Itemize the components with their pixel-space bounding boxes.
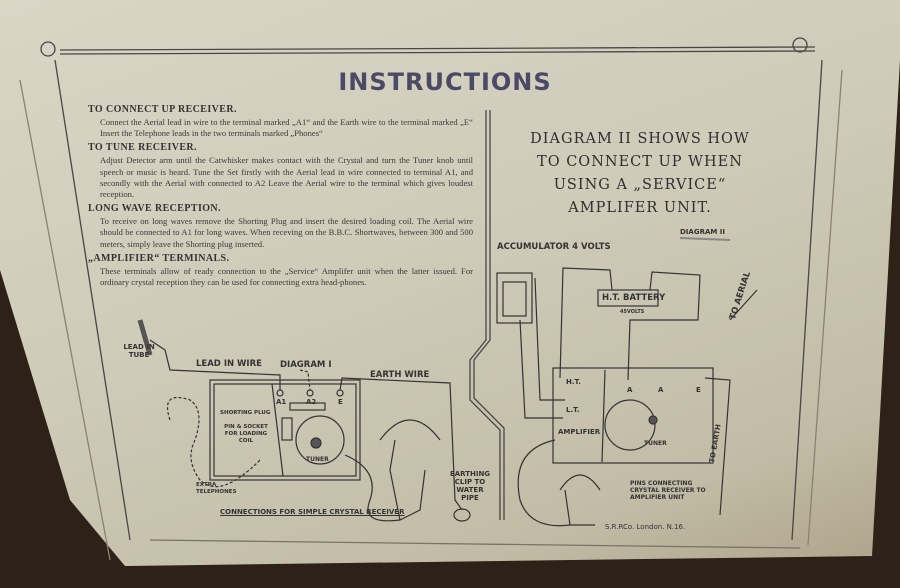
diagram-2-title: DIAGRAM II bbox=[680, 228, 725, 236]
section-heading: LONG WAVE RECEPTION. bbox=[88, 203, 221, 215]
terminal-e-label: E bbox=[696, 386, 701, 394]
extra-headphones bbox=[166, 396, 261, 488]
center-divider bbox=[469, 110, 501, 520]
earth-lead bbox=[704, 377, 731, 516]
terminal-a2-label: A bbox=[658, 386, 664, 394]
amplifier-label: AMPLIFIER bbox=[558, 428, 601, 436]
instructions-text: TO CONNECT UP RECEIVER. Connect the Aeri… bbox=[88, 104, 473, 291]
diagram-2-heading: DIAGRAM II SHOWS HOW TO CONNECT UP WHEN … bbox=[520, 128, 760, 220]
section-text: These terminals allow of ready connectio… bbox=[100, 265, 473, 288]
lt-label: L.T. bbox=[566, 406, 580, 414]
corner-ornament bbox=[40, 41, 56, 57]
terminal-a1-label: A1 bbox=[276, 398, 287, 406]
terminal-a2-label: A2 bbox=[306, 398, 317, 406]
aerial-lead bbox=[729, 289, 758, 321]
section-heading: TO CONNECT UP RECEIVER. bbox=[88, 104, 237, 115]
ht-volts-label: 45VOLTS bbox=[620, 309, 645, 315]
earth-wire-label: EARTH WIRE bbox=[370, 370, 430, 380]
extra-telephones-label: EXTRA TELEPHONES bbox=[196, 482, 237, 495]
right-border-line bbox=[791, 59, 823, 541]
section-text: Adjust Detector arm until the Catwhisker… bbox=[100, 155, 473, 200]
maker-label: S.R.RCo. London. N.16. bbox=[605, 523, 686, 531]
top-border-line bbox=[59, 46, 816, 51]
section-heading: „AMPLIFIER“ TERMINALS. bbox=[88, 252, 230, 264]
accumulator-label: ACCUMULATOR 4 VOLTS bbox=[497, 242, 611, 252]
heading-line: USING A „SERVICE“ bbox=[553, 177, 727, 193]
lead-in-wire bbox=[149, 339, 281, 390]
receiver-panel bbox=[209, 379, 361, 481]
headphones-2 bbox=[559, 474, 601, 526]
pins-label: PINS CONNECTING CRYSTAL RECEIVER TO AMPL… bbox=[630, 480, 706, 501]
section-text: To receive on long waves remove the Shor… bbox=[100, 216, 473, 249]
tuner-dial-2 bbox=[604, 399, 656, 451]
lead-in-tube bbox=[137, 319, 153, 356]
detector bbox=[289, 402, 326, 411]
heading-line: DIAGRAM II SHOWS HOW bbox=[530, 131, 750, 147]
shorting-plug-label: SHORTING PLUG bbox=[220, 410, 271, 416]
heading-line: AMPLIFER UNIT. bbox=[568, 200, 712, 216]
tuner-label-2: TUNER bbox=[644, 440, 667, 447]
section-text: Connect the Aerial lead in wire to the t… bbox=[100, 117, 473, 139]
ht-battery-label: H.T. BATTERY bbox=[602, 293, 666, 303]
heading-line: TO CONNECT UP WHEN bbox=[537, 154, 743, 170]
earth-wire bbox=[339, 377, 463, 511]
page-title: INSTRUCTIONS bbox=[338, 68, 552, 96]
headphones bbox=[379, 419, 441, 521]
diagram-1-caption: CONNECTIONS FOR SIMPLE CRYSTAL RECEIVER bbox=[220, 508, 405, 516]
corner-ornament bbox=[792, 37, 808, 53]
terminal-a-label: A bbox=[627, 386, 633, 394]
left-border-line bbox=[54, 59, 131, 541]
diagram-1-drawing bbox=[137, 319, 471, 522]
shorting-plug bbox=[281, 417, 293, 441]
diagram-2-drawing bbox=[496, 237, 758, 527]
diagram-1-title: DIAGRAM I bbox=[280, 360, 332, 370]
bottom-border-line bbox=[149, 539, 801, 549]
wiring bbox=[559, 267, 701, 381]
lead-in-tube-label: LEAD IN TUBE bbox=[123, 343, 155, 359]
pin-socket-label: PIN & SOCKET FOR LOADING COIL bbox=[224, 424, 268, 444]
ht-battery bbox=[597, 289, 659, 307]
lead-in-wire-label: LEAD IN WIRE bbox=[196, 359, 262, 369]
earthing-clip-label: EARTHING CLIP TO WATER PIPE bbox=[449, 470, 491, 502]
accumulator bbox=[496, 272, 533, 324]
ht-label: H.T. bbox=[566, 378, 581, 386]
tuner-label: TUNER bbox=[306, 456, 329, 463]
section-heading: TO TUNE RECEIVER. bbox=[88, 142, 197, 154]
terminal-e-label: E bbox=[338, 398, 343, 406]
water-pipe-clip bbox=[453, 508, 471, 522]
amplifier-panel bbox=[552, 367, 714, 464]
tuner-dial bbox=[295, 415, 345, 465]
